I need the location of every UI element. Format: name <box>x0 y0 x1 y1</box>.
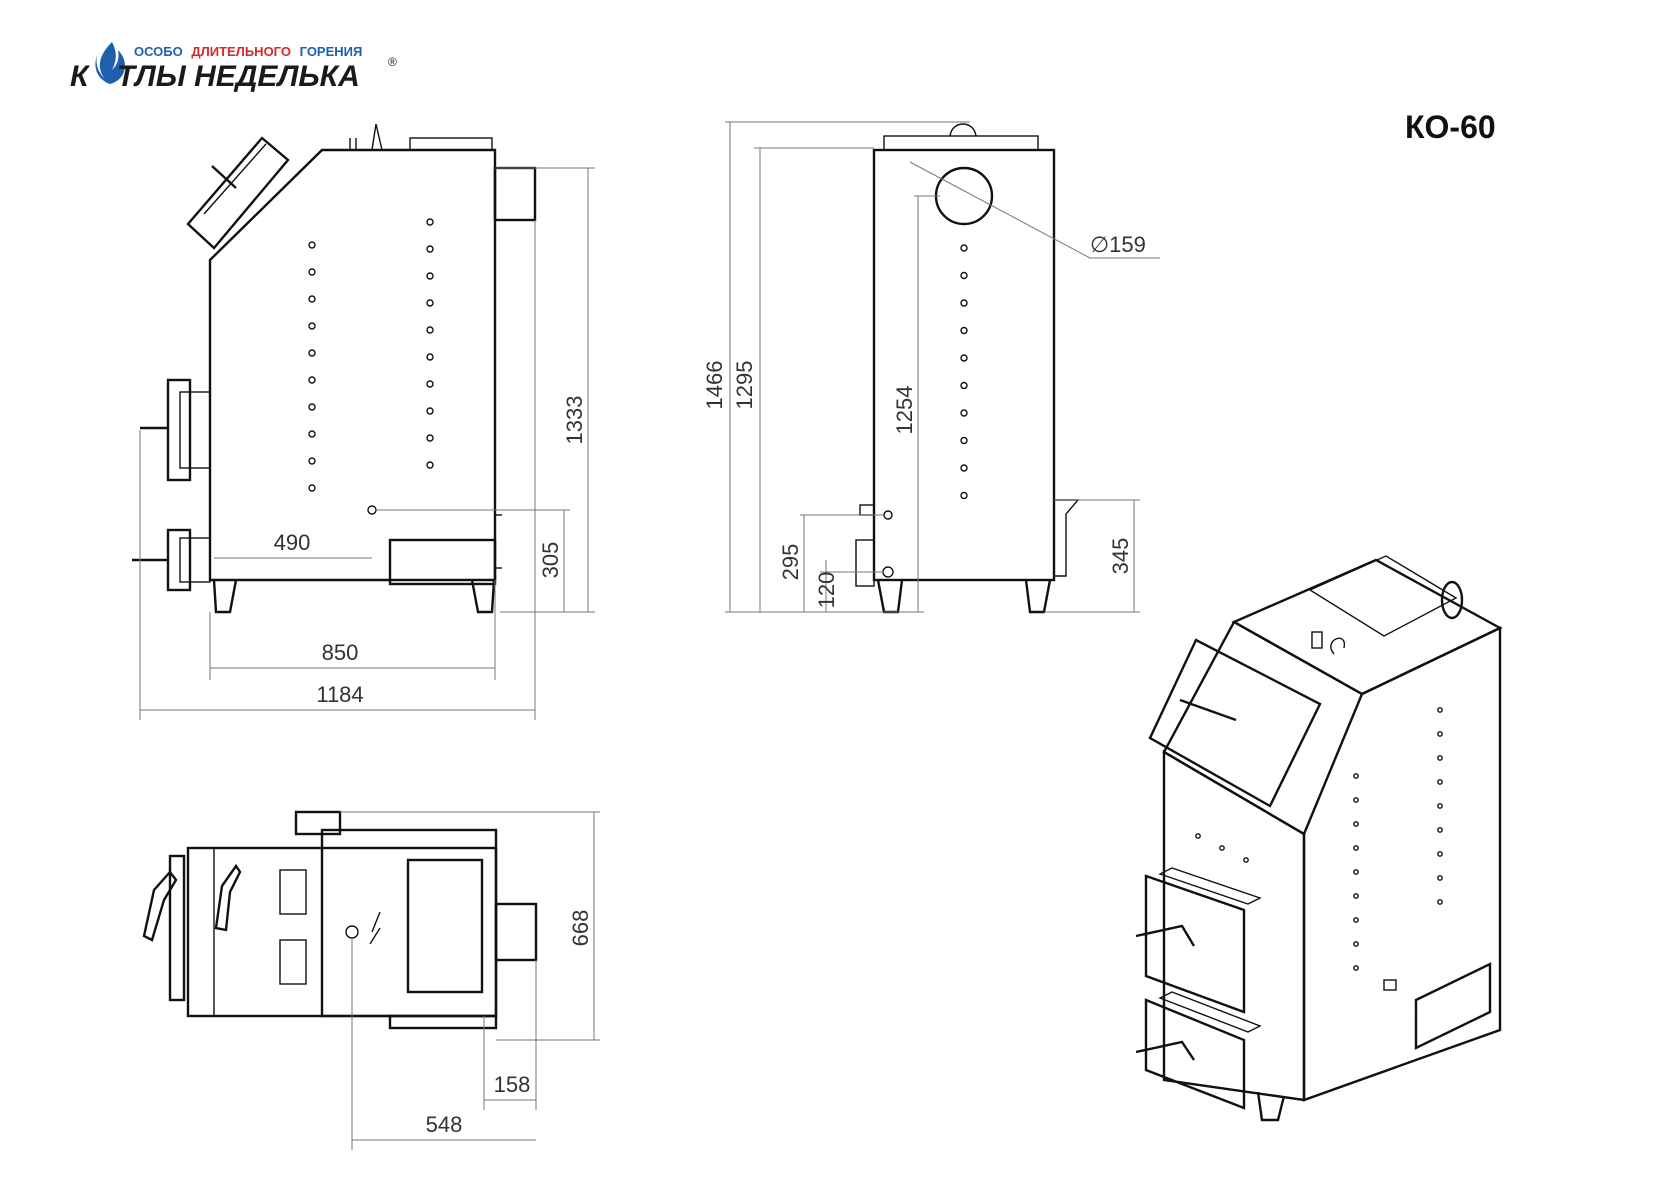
sensor-dot <box>960 299 968 307</box>
side-view: 1333 305 490 850 1184 <box>132 123 595 720</box>
logo-brand-2: ТЛЫ НЕДЕЛЬКА <box>117 60 360 93</box>
sensor-dot <box>1195 833 1201 839</box>
dim-158-label: 158 <box>494 1072 531 1097</box>
logo-tagline-2: ДЛИТЕЛЬНОГО <box>191 44 291 59</box>
svg-text:К ТЛЫ НЕДЕЛЬКА: К ТЛЫ НЕДЕЛЬКА <box>70 60 360 93</box>
sensor-dot <box>308 322 316 330</box>
registered-mark: ® <box>388 55 397 69</box>
dim-1184-label: 1184 <box>316 682 363 707</box>
iso-dots-front <box>1195 833 1249 863</box>
sensor-dot <box>426 299 434 307</box>
dim-490-label: 490 <box>274 530 311 555</box>
brand-logo: ОСОБО ДЛИТЕЛЬНОГО ГОРЕНИЯ К ТЛЫ НЕДЕЛЬКА… <box>70 42 397 93</box>
dim-1254-label: 1254 <box>892 386 917 435</box>
dim-668-label: 668 <box>568 910 593 947</box>
sensor-dot <box>1437 779 1443 785</box>
sensor-dot <box>960 409 968 417</box>
sensor-dot <box>426 461 434 469</box>
sensor-dot <box>1437 851 1443 857</box>
dim-1333-label: 1333 <box>562 396 587 445</box>
sensor-dot <box>308 241 316 249</box>
dim-548-label: 548 <box>426 1112 463 1137</box>
sensor-dot <box>1353 797 1359 803</box>
model-title: КО-60 <box>1405 109 1496 145</box>
sensor-dot <box>1353 869 1359 875</box>
top-view: 668 158 548 <box>142 810 600 1150</box>
sensor-dot <box>1243 857 1249 863</box>
sensor-dot <box>1437 755 1443 761</box>
dim-1466-label: 1466 <box>702 361 727 410</box>
sensor-dot <box>308 457 316 465</box>
sensor-dot <box>1353 941 1359 947</box>
sensor-dot <box>1437 707 1443 713</box>
sensor-dot <box>960 354 968 362</box>
sensor-dot <box>960 381 968 390</box>
front-sensor-dots <box>960 244 968 500</box>
sensor-dot <box>1353 845 1359 851</box>
sensor-dot <box>1353 821 1359 827</box>
sensor-dot <box>426 434 434 442</box>
sensor-dot <box>1437 827 1443 833</box>
sensor-dot <box>1437 875 1443 881</box>
sensor-dot <box>426 245 434 253</box>
sensor-dot <box>1437 899 1443 905</box>
dim-850-label: 850 <box>322 640 359 665</box>
sensor-dot <box>308 268 316 276</box>
sensor-dot <box>1353 773 1359 779</box>
sensor-dot <box>1353 893 1359 899</box>
flame-icon <box>95 42 125 84</box>
sensor-dot <box>960 244 968 252</box>
front-view: 1466 1295 1254 295 120 345 ∅159 <box>702 121 1160 614</box>
dim-1295-label: 1295 <box>732 361 757 410</box>
svg-text:ОСОБО ДЛИТЕЛЬНОГО: ОСОБО ДЛИТЕЛЬНОГО ГОРЕНИЯ <box>134 44 362 59</box>
sensor-dot <box>426 218 434 226</box>
sensor-dot <box>960 326 968 335</box>
sensor-dot <box>308 295 316 303</box>
logo-tagline-3: ГОРЕНИЯ <box>300 44 363 59</box>
sensor-dot <box>960 491 968 500</box>
sensor-dot <box>426 353 434 361</box>
sensor-dot <box>960 436 968 445</box>
iso-dots-column-b <box>1437 707 1443 905</box>
sensor-dot <box>1219 845 1225 851</box>
sensor-dot <box>426 272 434 280</box>
sensor-dot <box>960 464 968 472</box>
dim-diameter-label: ∅159 <box>1090 232 1146 257</box>
sensor-dot <box>308 430 316 438</box>
logo-tagline-1: ОСОБО <box>134 44 183 59</box>
sensor-dot <box>308 376 316 384</box>
sensor-dot <box>426 326 434 334</box>
sensor-dot <box>1353 917 1359 923</box>
side-sensor-dots-a <box>308 241 316 492</box>
sensor-dot <box>1437 731 1443 737</box>
sensor-dot <box>308 349 316 357</box>
dim-120-label: 120 <box>814 572 839 609</box>
dim-295-label: 295 <box>778 544 803 581</box>
logo-brand-1: К <box>70 60 91 93</box>
sensor-dot <box>1437 803 1443 809</box>
sensor-dot <box>960 271 968 280</box>
isometric-view <box>1135 555 1503 1122</box>
side-sensor-dots-b <box>426 218 434 469</box>
sensor-dot <box>1353 965 1359 971</box>
sensor-dot <box>308 403 316 411</box>
sensor-dot <box>426 407 434 415</box>
dim-345-label: 345 <box>1108 538 1133 575</box>
sensor-dot <box>426 380 434 388</box>
sensor-dot <box>308 484 316 492</box>
iso-dots-column-a <box>1353 773 1359 971</box>
dim-305-label: 305 <box>538 542 563 579</box>
